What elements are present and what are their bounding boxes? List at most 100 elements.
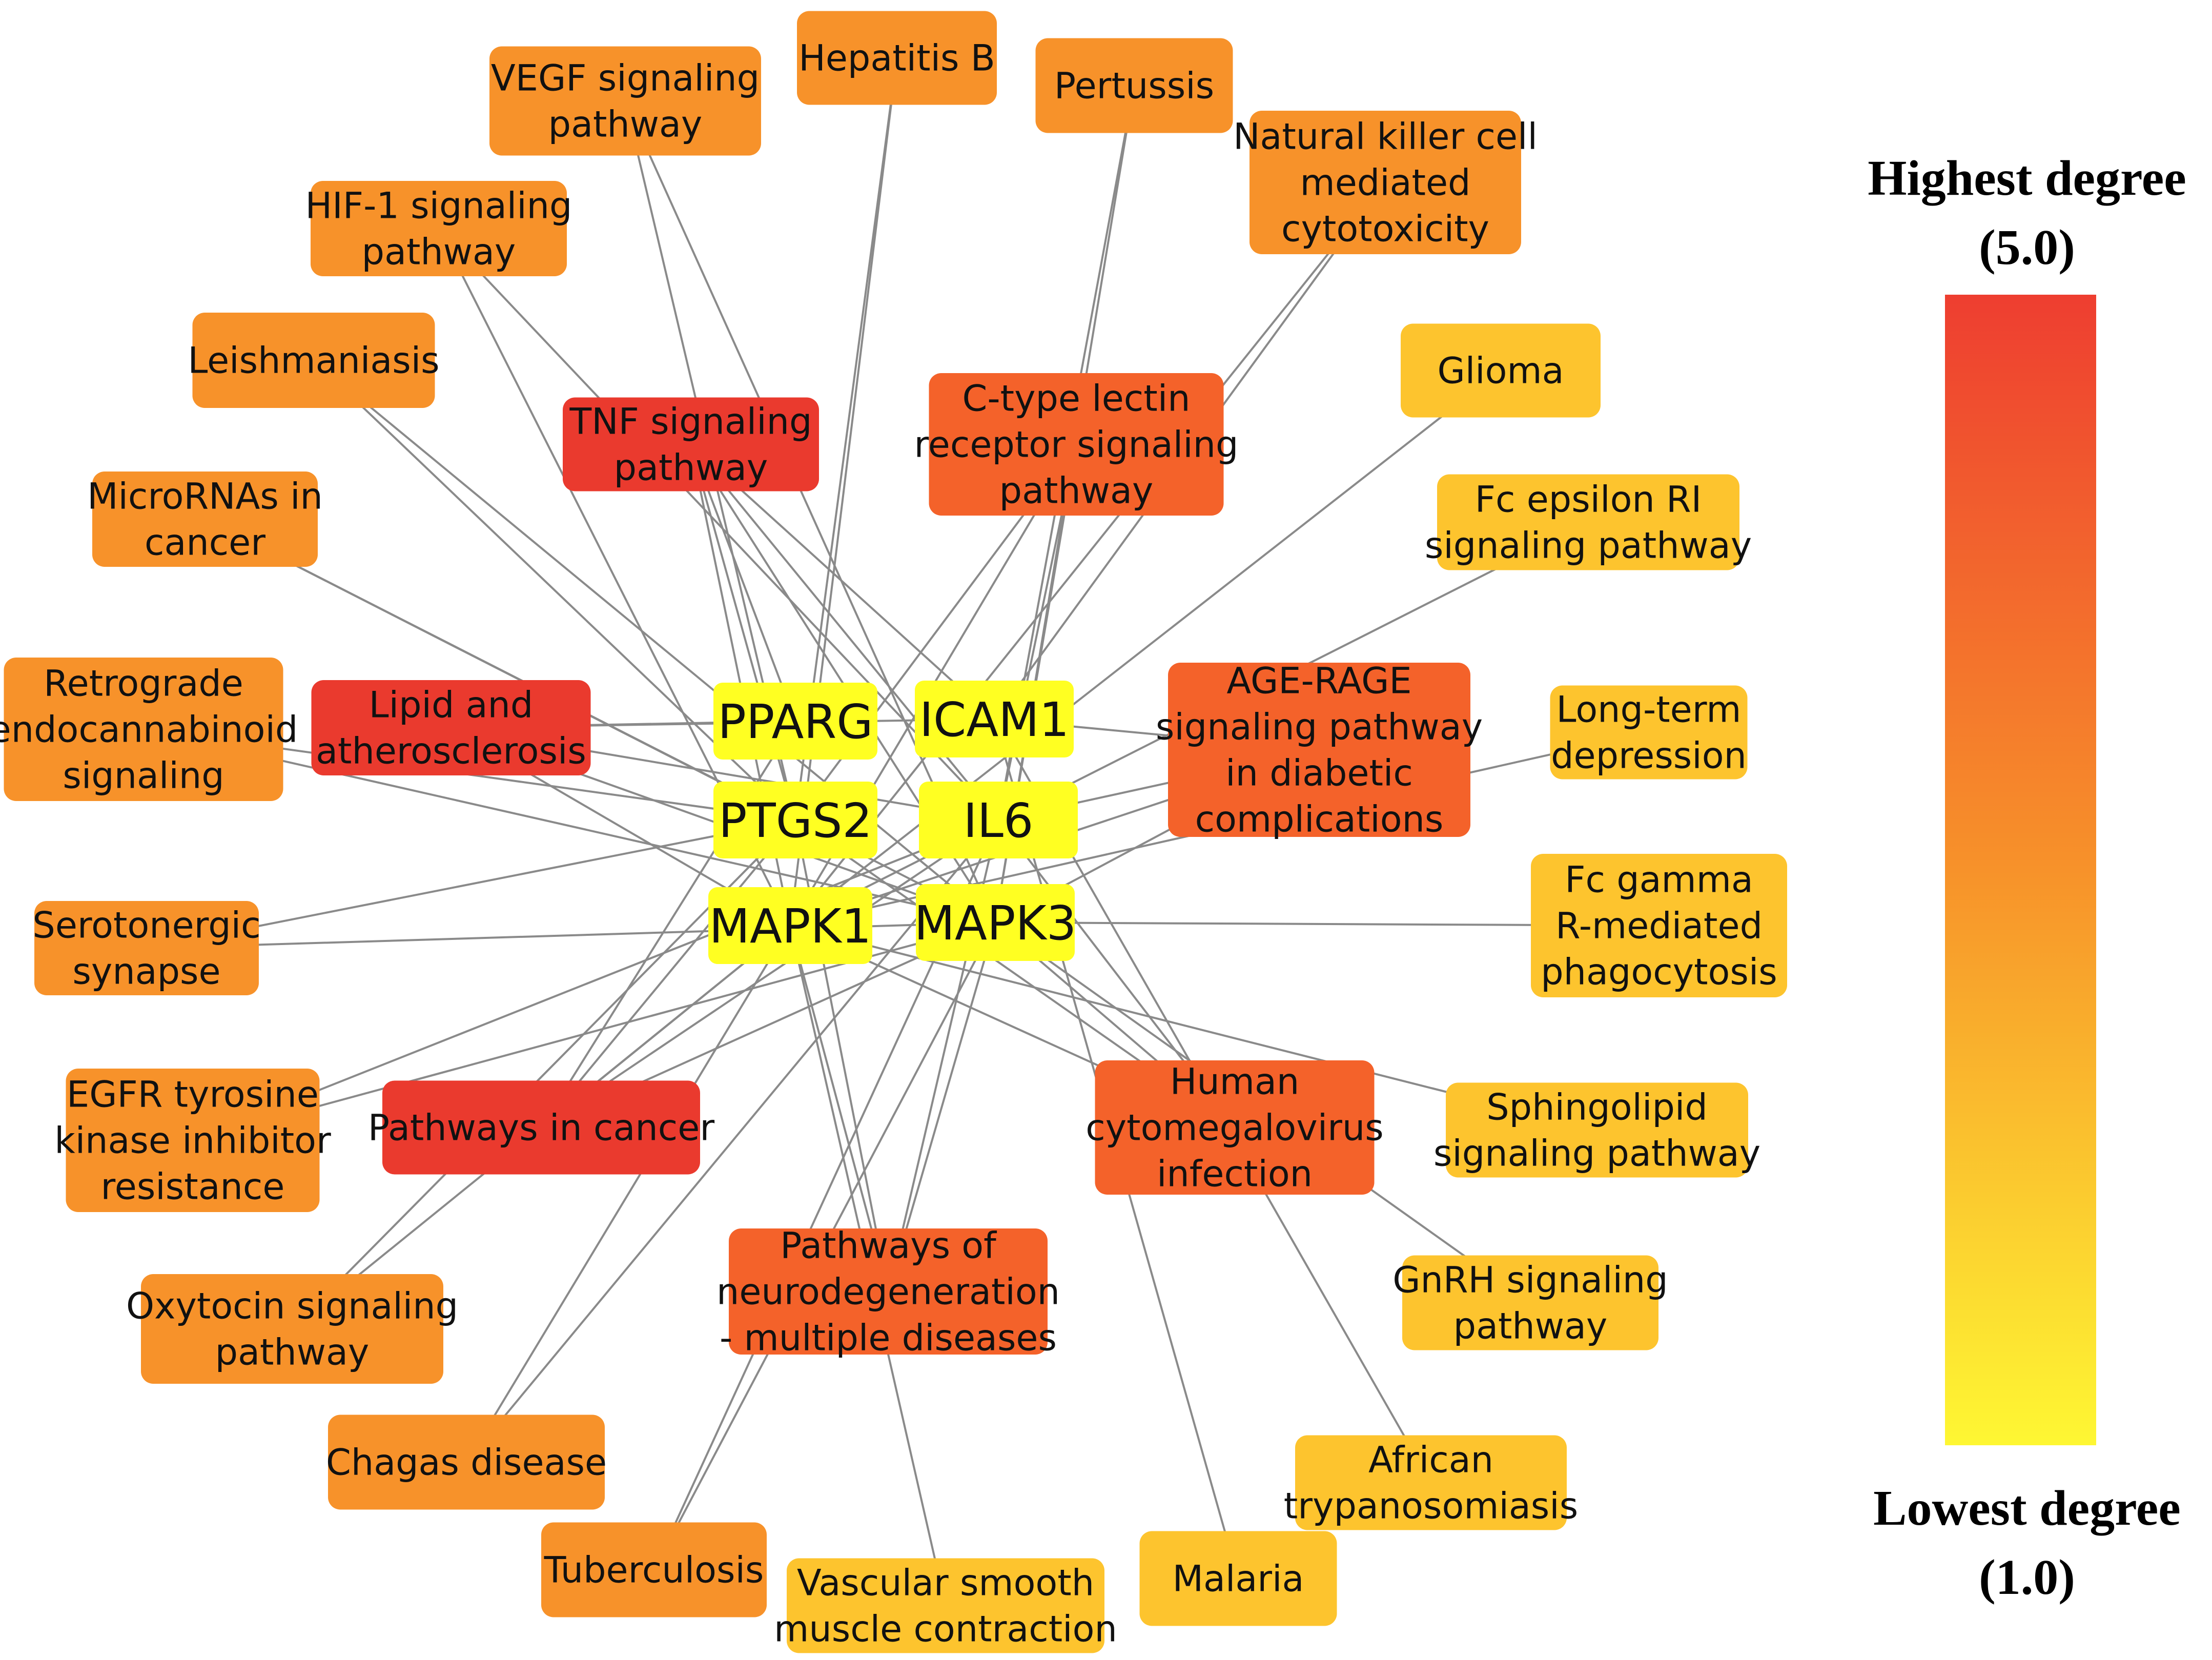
- pathway-label: Leishmaniasis: [188, 340, 439, 382]
- pathway-label: Oxytocin signaling: [126, 1285, 458, 1327]
- pathway-label: depression: [1551, 735, 1747, 777]
- pathway-box: [311, 680, 591, 775]
- pathway-label: African: [1368, 1439, 1493, 1481]
- pathway-box: [797, 11, 997, 105]
- pathway-box: [1531, 854, 1787, 997]
- legend-bottom-line1: Lowest degree: [1873, 1481, 2181, 1536]
- pathway-label: Tuberculosis: [544, 1549, 764, 1591]
- gene-node-icam1[interactable]: ICAM1: [915, 681, 1074, 757]
- pathway-label: resistance: [101, 1166, 285, 1208]
- degree-legend: Highest degree (5.0) Lowest degree (1.0): [1868, 151, 2186, 1605]
- pathway-node-hepb[interactable]: Hepatitis B: [797, 11, 997, 105]
- gene-box: [708, 887, 872, 964]
- gene-node-pparg[interactable]: PPARG: [713, 683, 877, 760]
- pathway-box: [1139, 1531, 1337, 1626]
- pathway-box: [66, 1069, 320, 1212]
- pathway-label: kinase inhibitor: [54, 1120, 331, 1162]
- pathway-box: [729, 1228, 1048, 1355]
- pathway-label: - multiple diseases: [720, 1317, 1057, 1359]
- gene-box: [919, 782, 1078, 858]
- edge-hepb-mapk1: [789, 57, 898, 926]
- pathway-node-glioma[interactable]: Glioma: [1401, 323, 1601, 418]
- edge-tnf-ptgs2: [690, 444, 796, 821]
- pathway-label: pathway: [362, 231, 516, 273]
- pathway-label: Long-term: [1556, 689, 1742, 731]
- pathway-label: trypanosomiasis: [1284, 1485, 1578, 1527]
- pathway-label: R-mediated: [1555, 905, 1763, 947]
- pathway-node-leish[interactable]: Leishmaniasis: [188, 313, 440, 408]
- edge-chagas-il6: [465, 819, 999, 1463]
- pathway-label: pathway: [999, 470, 1154, 512]
- gene-node-ptgs2[interactable]: PTGS2: [713, 782, 877, 858]
- pathway-label: Sphingolipid: [1486, 1087, 1708, 1129]
- gene-box: [915, 681, 1074, 757]
- pathway-box: [1446, 1082, 1748, 1178]
- pathway-node-chagas[interactable]: Chagas disease: [326, 1415, 607, 1510]
- pathway-node-malaria[interactable]: Malaria: [1139, 1531, 1337, 1626]
- pathway-label: AGE-RAGE: [1226, 660, 1411, 702]
- pathway-box: [92, 472, 318, 567]
- pathway-label: cytomegalovirus: [1085, 1107, 1384, 1149]
- pathway-box: [141, 1274, 443, 1384]
- pathway-label: pathway: [1453, 1305, 1608, 1347]
- pathway-label: atherosclerosis: [316, 730, 586, 772]
- pathway-label: Malaria: [1173, 1558, 1304, 1600]
- edge-egfr-il6: [192, 819, 999, 1141]
- gene-box: [713, 683, 877, 760]
- pathway-label: VEGF signaling: [491, 57, 760, 99]
- pathway-label: mediated: [1300, 162, 1471, 204]
- pathway-label: Glioma: [1437, 350, 1564, 392]
- gene-label: IL6: [964, 793, 1034, 848]
- edge-pic-il6: [540, 819, 999, 1129]
- pathway-label: synapse: [72, 951, 220, 993]
- pathway-label: infection: [1157, 1153, 1313, 1195]
- pathway-label: cytotoxicity: [1281, 208, 1489, 250]
- pathway-label: cancer: [145, 522, 265, 564]
- pathway-label: signaling pathway: [1156, 706, 1483, 748]
- gene-node-mapk1[interactable]: MAPK1: [708, 887, 872, 964]
- gene-node-il6[interactable]: IL6: [919, 782, 1078, 858]
- pathway-node-pertussis[interactable]: Pertussis: [1035, 38, 1233, 133]
- gene-node-mapk3[interactable]: MAPK3: [914, 884, 1077, 961]
- gene-label: PTGS2: [719, 793, 872, 848]
- pathway-node-pic[interactable]: Pathways in cancer: [368, 1080, 714, 1175]
- legend-top-line1: Highest degree: [1868, 151, 2186, 206]
- pathway-box: [541, 1522, 767, 1617]
- pathway-box: [1168, 663, 1470, 837]
- pathway-label: neurodegeneration: [716, 1271, 1060, 1313]
- pathway-label: Serotonergic: [32, 905, 260, 947]
- edge-leish-mapk3: [313, 359, 996, 924]
- pathway-label: Hepatitis B: [798, 37, 995, 79]
- pathway-label: Fc epsilon RI: [1475, 479, 1702, 521]
- pathway-label: muscle contraction: [774, 1608, 1117, 1650]
- pathway-label: Pertussis: [1054, 65, 1214, 107]
- pathway-node-tb[interactable]: Tuberculosis: [541, 1522, 767, 1617]
- pathway-box: [1550, 685, 1748, 780]
- pathway-label: Lipid and: [369, 684, 534, 726]
- pathway-label: complications: [1195, 798, 1444, 841]
- pathway-label: GnRH signaling: [1392, 1259, 1668, 1301]
